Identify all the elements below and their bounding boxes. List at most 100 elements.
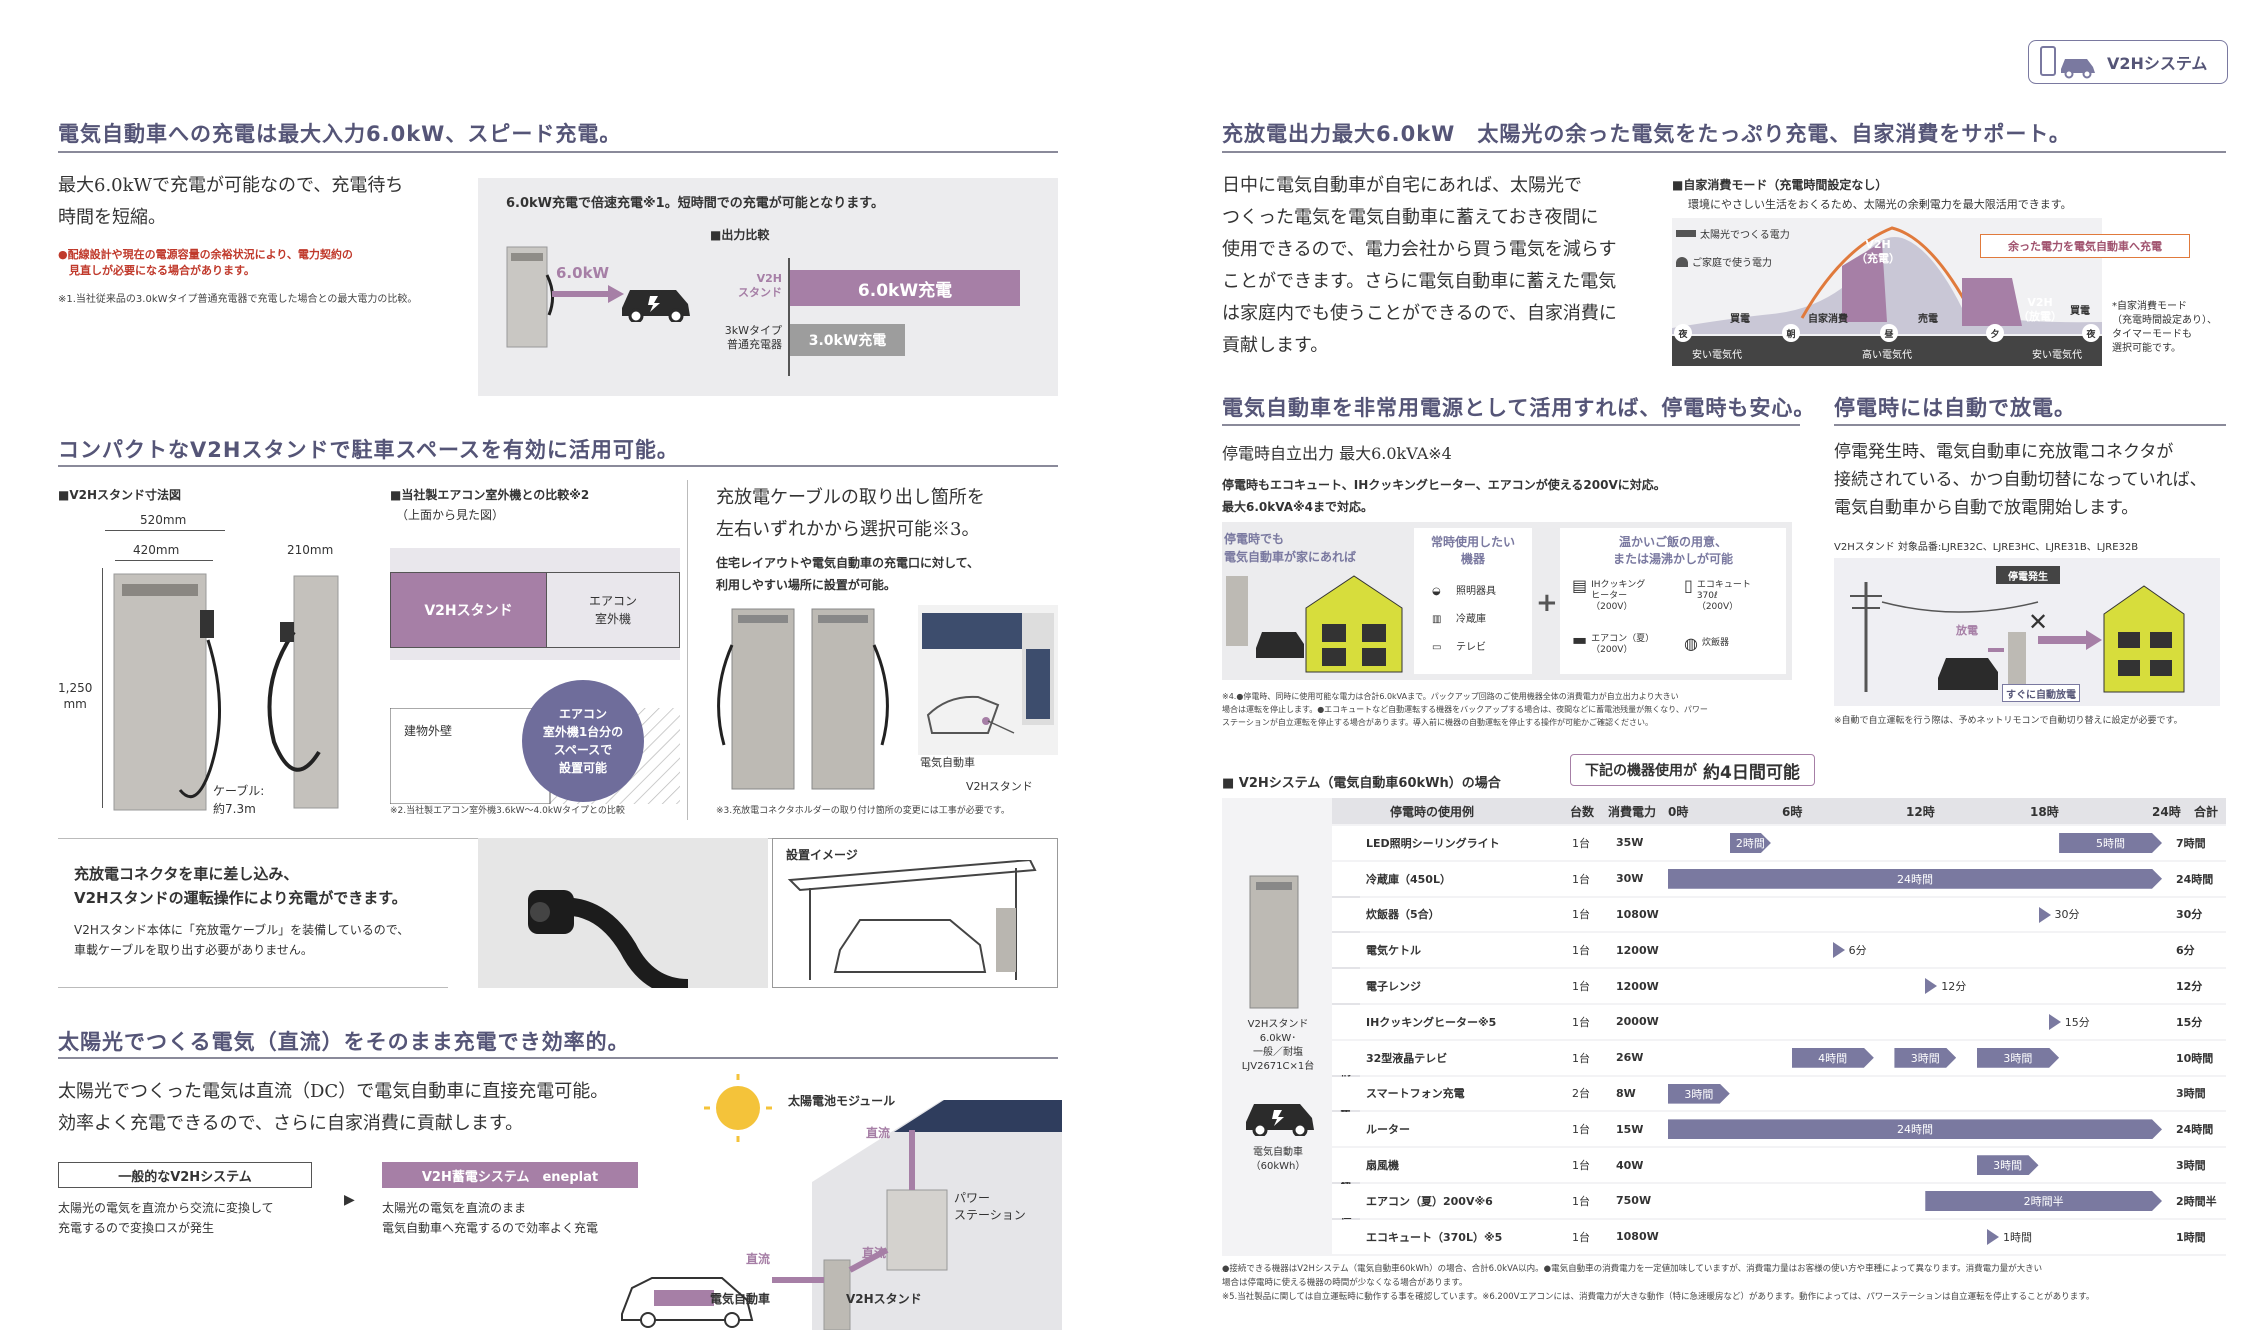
v2h-stand-side-image — [267, 575, 339, 809]
row-name: 電子レンジ — [1366, 980, 1421, 994]
item-line: （200V） — [1591, 645, 1633, 655]
item-line: IHクッキング — [1591, 580, 1646, 590]
row-name: 扇風機 — [1366, 1159, 1399, 1173]
section-title: 太陽光でつくる電気（直流）をそのまま充電でき効率的。 — [58, 1030, 630, 1054]
arrow-right-icon — [552, 285, 624, 303]
label-line: （放電） — [2018, 310, 2062, 323]
badge-label: V2Hシステム — [2107, 54, 2208, 73]
installation-top-view — [918, 605, 1058, 755]
row-total: 3時間 — [2176, 1159, 2206, 1173]
sub-title: 停電時自立出力 最大6.0kVA※4 — [1222, 444, 1452, 463]
item-line: エコキュート — [1696, 580, 1751, 590]
usage-tick-label: 6分 — [1848, 944, 1867, 958]
table-row — [1332, 1219, 2226, 1254]
stand-label: V2Hスタンド — [966, 780, 1033, 793]
note-line: ステーションが自立運転を停止する場合があります。導入前に機器の自動運転を停止する… — [1222, 718, 1654, 727]
table-row — [1332, 1076, 2226, 1111]
note-line: タイマーモードも — [2112, 329, 2192, 340]
row-name: エアコン（夏）200V※6 — [1366, 1194, 1493, 1208]
row-watt: 1080W — [1616, 907, 1659, 921]
always-use-box — [1414, 528, 1532, 674]
self-label: 自家消費 — [1808, 314, 1848, 325]
row-watt: 1080W — [1616, 1230, 1659, 1244]
stand-pair-image — [717, 608, 889, 790]
row-name: 電気ケトル — [1366, 944, 1421, 958]
row-qty: 1台 — [1572, 1230, 1590, 1244]
stand-spec: V2Hスタンド 6.0kW･ 一般／耐塩 LJV2671C×1台 — [1232, 1018, 1324, 1074]
stand-image — [1249, 875, 1299, 1009]
caption-line: 停電時でも — [1224, 532, 1285, 546]
compare-label: ■出力比較 — [710, 228, 770, 242]
row-qty: 2台 — [1572, 1087, 1590, 1101]
row-qty: 1台 — [1572, 872, 1590, 886]
connector-head: 充放電コネクタを車に差し込み、 V2Hスタンドの運転操作により充電ができます。 — [74, 862, 407, 910]
auto-discharge-illustration: ✕ — [1850, 582, 2185, 693]
th-hour-24: 24時 — [2152, 804, 2181, 819]
stand-footprint: V2Hスタンド — [390, 572, 547, 648]
bar-6kw: 6.0kW充電 — [790, 270, 1020, 306]
row-name: 炊飯器（5合） — [1366, 908, 1440, 922]
solar-panel-icon — [1676, 230, 1696, 237]
label-line: パワー — [954, 1191, 991, 1205]
table-row — [1332, 969, 2226, 1003]
time-evening: 夕 — [1986, 324, 2004, 342]
label-line: V2H — [756, 272, 782, 285]
legend-solar: 太陽光でつくる電力 — [1676, 226, 1790, 241]
row-name: 冷蔵庫（450L） — [1366, 872, 1451, 886]
ev-car-icon — [2040, 46, 2095, 79]
dim-title: ■V2Hスタンド寸法図 — [58, 488, 182, 502]
usage-tick — [2038, 906, 2051, 923]
dim-line — [105, 530, 225, 531]
item-line: 炊飯器 — [1701, 638, 1729, 648]
th-hour-18: 18時 — [2030, 804, 2059, 819]
row-total: 10時間 — [2176, 1051, 2214, 1065]
note-line: 場合は運転を停止します。●エコキュートなど自動運転する機器をバックアップする場合… — [1222, 705, 1708, 714]
lighting-item: ◒照明器具 — [1432, 578, 1496, 606]
outage-label: 停電発生 — [1996, 566, 2060, 584]
compare-sub: （上面から見た図） — [396, 508, 505, 522]
item-line: エアコン（夏） — [1591, 634, 1655, 644]
row-total: 12分 — [2176, 980, 2203, 994]
price-low: 安い電気代 — [1692, 350, 1742, 361]
always-use-title: 常時使用したい 機器 — [1414, 534, 1532, 568]
usage-tick-label: 30分 — [2054, 908, 2080, 922]
body-text: 停電発生時、電気自動車に充放電コネクタが 接続されている、かつ自動切替になってい… — [1834, 438, 2207, 522]
usage-bar: 2時間 — [1730, 833, 1771, 853]
footnote: ※3.充放電コネクタホルダーの取り付け箇所の変更には工事が必要です。 — [716, 806, 1010, 816]
item-label: 照明器具 — [1456, 586, 1496, 597]
ev-car-icon — [622, 290, 690, 322]
label-line: V2H — [1865, 238, 1891, 251]
item-label: 冷蔵庫 — [1456, 614, 1486, 625]
footnote: ※自動で自立運転を行う際は、予めネットリモコンで自動切り替えに設定が必要です。 — [1834, 716, 2183, 726]
label-line: ケーブル: — [213, 784, 265, 798]
cable-body: 充放電ケーブルの取り出し箇所を 左右いずれかから選択可能※3。 — [716, 482, 985, 546]
th-qty: 台数 — [1570, 804, 1595, 819]
body-line: 貢献します。 — [1222, 335, 1329, 356]
spec-line: 6.0kW･ — [1259, 1033, 1297, 1044]
ecocute-icon: ▯ — [1684, 576, 1693, 595]
width-210: 210mm — [287, 543, 334, 557]
row-name: スマートフォン充電 — [1366, 1087, 1465, 1101]
divider — [58, 465, 1058, 467]
table-row — [1332, 1148, 2226, 1182]
general-v2h-text: 太陽光の電気を直流から交流に変換して 充電するので変換ロスが発生 — [58, 1198, 274, 1238]
th-watt: 消費電力 — [1608, 804, 1657, 819]
ev-label: 電気自動車 — [710, 1292, 771, 1306]
row-name: LED照明シーリングライト — [1366, 836, 1500, 850]
install-image-label: 設置イメージ — [786, 848, 858, 862]
row-name: ルーター — [1366, 1123, 1410, 1137]
label-line: エアコン — [588, 594, 637, 608]
body-line: 日中に電気自動車が自宅にあれば、太陽光で — [1222, 175, 1582, 196]
caption-line: 電気自動車が家にあれば — [1224, 550, 1357, 564]
row-watt: 15W — [1616, 1122, 1644, 1136]
item-line: （200V） — [1591, 602, 1633, 612]
section-title: 電気自動車への充電は最大入力6.0kW、スピード充電。 — [58, 122, 622, 146]
row-name: エコキュート（370L）※5 — [1366, 1230, 1503, 1244]
th-hour-0: 0時 — [1668, 804, 1689, 819]
ev-spec: 電気自動車 （60kWh） — [1232, 1146, 1324, 1174]
tv-item: ▭テレビ — [1432, 634, 1496, 662]
label-line: 室外機1台分の — [542, 725, 624, 739]
body-line: つくった電気を電気自動車に蓄えておき夜間に — [1222, 207, 1599, 228]
dim-line — [102, 568, 103, 808]
vertical-divider — [687, 480, 688, 820]
